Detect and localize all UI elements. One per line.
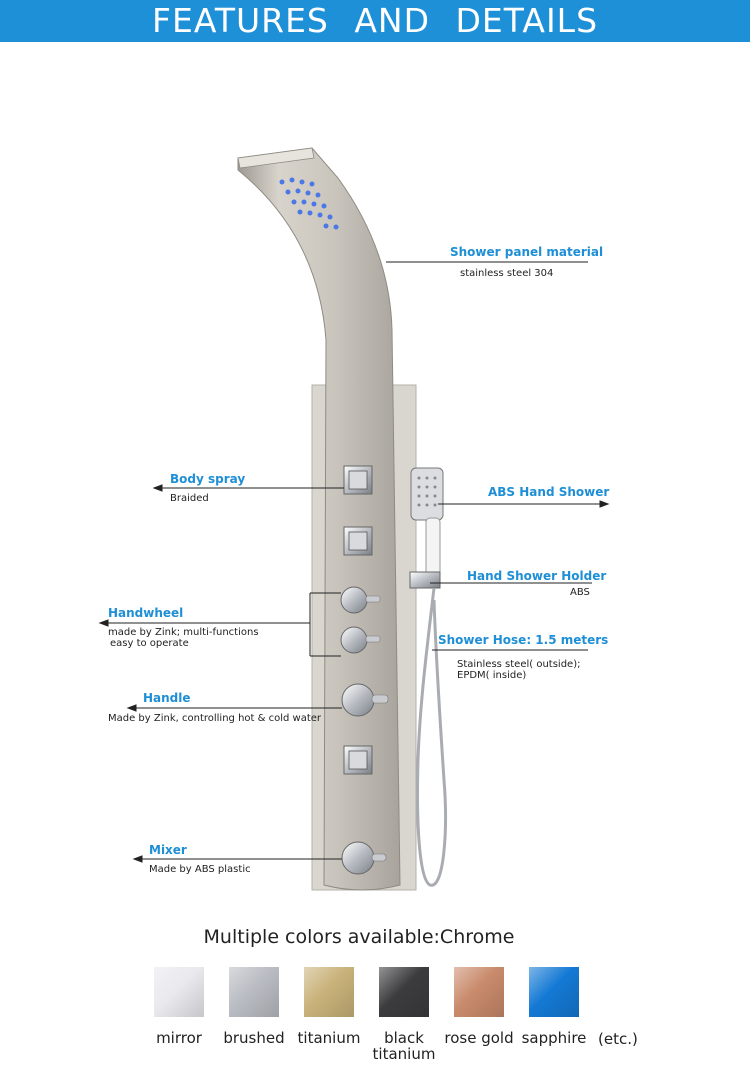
- body-spray-jets: [343, 465, 373, 775]
- handle-label: Handle: [143, 691, 191, 705]
- swatch-label-black: black: [384, 1029, 424, 1047]
- swatch-label-brushed: brushed: [223, 1029, 285, 1047]
- swatch-mirror: [154, 967, 204, 1017]
- shower-hose-desc-2: EPDM( inside): [457, 670, 527, 681]
- mixer-desc: Made by ABS plastic: [149, 864, 251, 875]
- shower-hose-label: Shower Hose: 1.5 meters: [438, 633, 609, 647]
- handle-knob: [341, 683, 389, 717]
- shower-panel-material-label: Shower panel material: [450, 245, 604, 259]
- body-spray-label: Body spray: [170, 472, 246, 486]
- swatch-label-titanium-2: titanium: [372, 1045, 436, 1063]
- shower-panel-material-desc: stainless steel 304: [460, 268, 554, 279]
- shower-hose: [416, 587, 447, 887]
- swatch-titanium: [304, 967, 354, 1017]
- colors-etc: (etc.): [598, 1030, 638, 1048]
- hand-shower-holder-label: Hand Shower Holder: [467, 569, 607, 583]
- page-title: FEATURES AND DETAILS: [151, 1, 599, 40]
- mixer-label: Mixer: [149, 843, 187, 857]
- shower-hose-desc-1: Stainless steel( outside);: [457, 659, 581, 670]
- hand-shower-holder-desc: ABS: [570, 587, 590, 598]
- mixer-knob: [341, 841, 387, 875]
- swatch-rose-gold: [454, 967, 504, 1017]
- swatch-brushed: [229, 967, 279, 1017]
- swatch-label-sapphire: sapphire: [521, 1029, 587, 1047]
- handwheel-knobs: [340, 586, 381, 654]
- swatch-sapphire: [529, 967, 579, 1017]
- rain-nozzles: [279, 177, 339, 230]
- handwheel-label: Handwheel: [108, 606, 184, 620]
- hand-shower-holder: [409, 571, 441, 589]
- handwheel-desc-1: made by Zink; multi-functions: [108, 627, 259, 638]
- swatch-label-black-titanium: black titanium: [359, 1030, 449, 1062]
- swatch-label-mirror: mirror: [156, 1029, 202, 1047]
- abs-hand-shower-label: ABS Hand Shower: [488, 485, 610, 499]
- swatch-label-titanium: titanium: [297, 1029, 361, 1047]
- swatch-black-titanium: [379, 967, 429, 1017]
- colors-title: Multiple colors available:Chrome: [203, 926, 515, 948]
- handle-desc: Made by Zink, controlling hot & cold wat…: [108, 713, 322, 724]
- handwheel-desc-2: easy to operate: [110, 638, 189, 649]
- swatch-label-rose-gold: rose gold: [444, 1029, 514, 1047]
- shower-panel-illustration: [98, 147, 610, 891]
- header-banner: [0, 0, 750, 42]
- body-spray-desc: Braided: [170, 493, 209, 504]
- hand-shower: [410, 467, 444, 579]
- callout-lines: [98, 261, 610, 863]
